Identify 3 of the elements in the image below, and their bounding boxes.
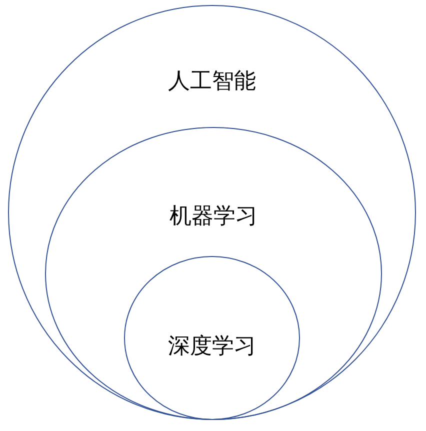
- circle-label: 深度学习: [168, 334, 256, 359]
- circle-label: 人工智能: [168, 69, 256, 94]
- circle-label: 机器学习: [170, 204, 258, 229]
